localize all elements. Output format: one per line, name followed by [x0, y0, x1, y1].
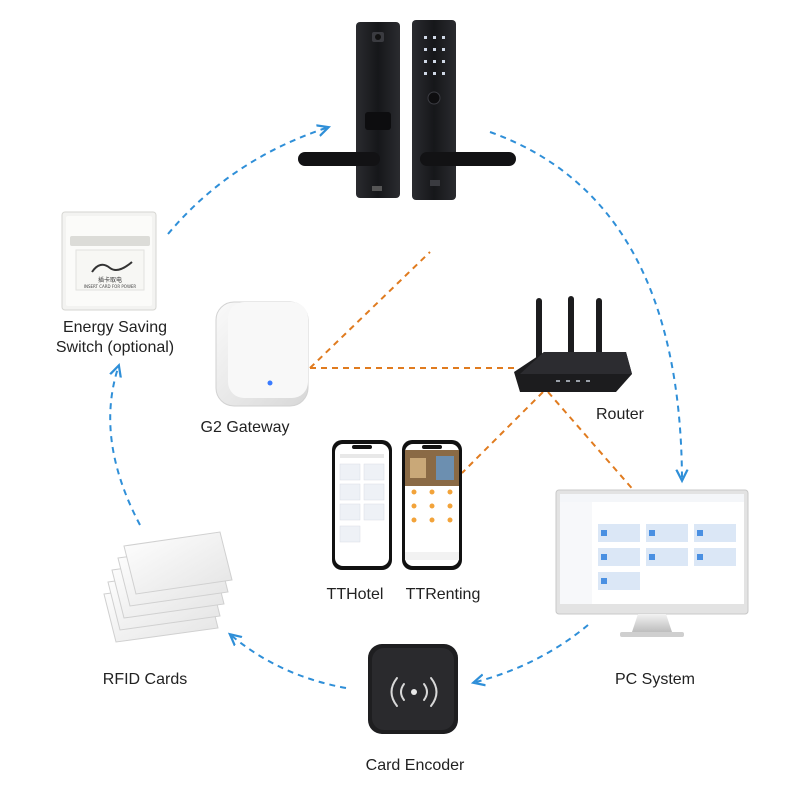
energy-switch-label-line2: Switch (optional) — [55, 339, 175, 356]
ttrenting-label: TTRenting — [405, 586, 481, 603]
card-encoder-icon — [368, 644, 458, 734]
network-links — [309, 251, 637, 494]
rfid-card-icon — [103, 531, 233, 643]
arrow-switch-to-lock — [167, 128, 326, 235]
arrow-encoder-to-cards — [232, 636, 347, 689]
link-router-pc — [547, 391, 637, 494]
arrow-pc-to-encoder — [476, 624, 589, 682]
router-icon — [514, 296, 632, 392]
arrow-lock-to-pc — [489, 131, 682, 478]
router-label: Router — [595, 406, 645, 423]
arrow-cards-to-switch — [109, 368, 141, 526]
card-encoder-label: Card Encoder — [365, 757, 465, 774]
switch-plate-text-2: INSERT CARD FOR POWER — [84, 284, 137, 289]
phone-app-icon — [332, 440, 462, 570]
energy-switch-label-line1: Energy Saving — [62, 319, 168, 336]
rfid-cards-label: RFID Cards — [102, 671, 188, 688]
energy-switch-icon: 插卡取电 INSERT CARD FOR POWER — [61, 211, 157, 311]
gateway-icon — [215, 301, 309, 407]
pc-system-label: PC System — [614, 671, 695, 688]
tthotel-label: TTHotel — [326, 586, 384, 603]
gateway-label: G2 Gateway — [200, 419, 290, 436]
cycle-arrows — [109, 128, 682, 689]
energy-switch-label: Energy Saving Switch (optional) — [40, 318, 190, 358]
link-router-phones — [461, 391, 544, 474]
link-gateway-lock — [309, 251, 431, 369]
smart-lock-icon — [298, 20, 516, 200]
switch-plate-text-1: 插卡取电 — [98, 276, 122, 284]
monitor-icon — [555, 489, 749, 637]
